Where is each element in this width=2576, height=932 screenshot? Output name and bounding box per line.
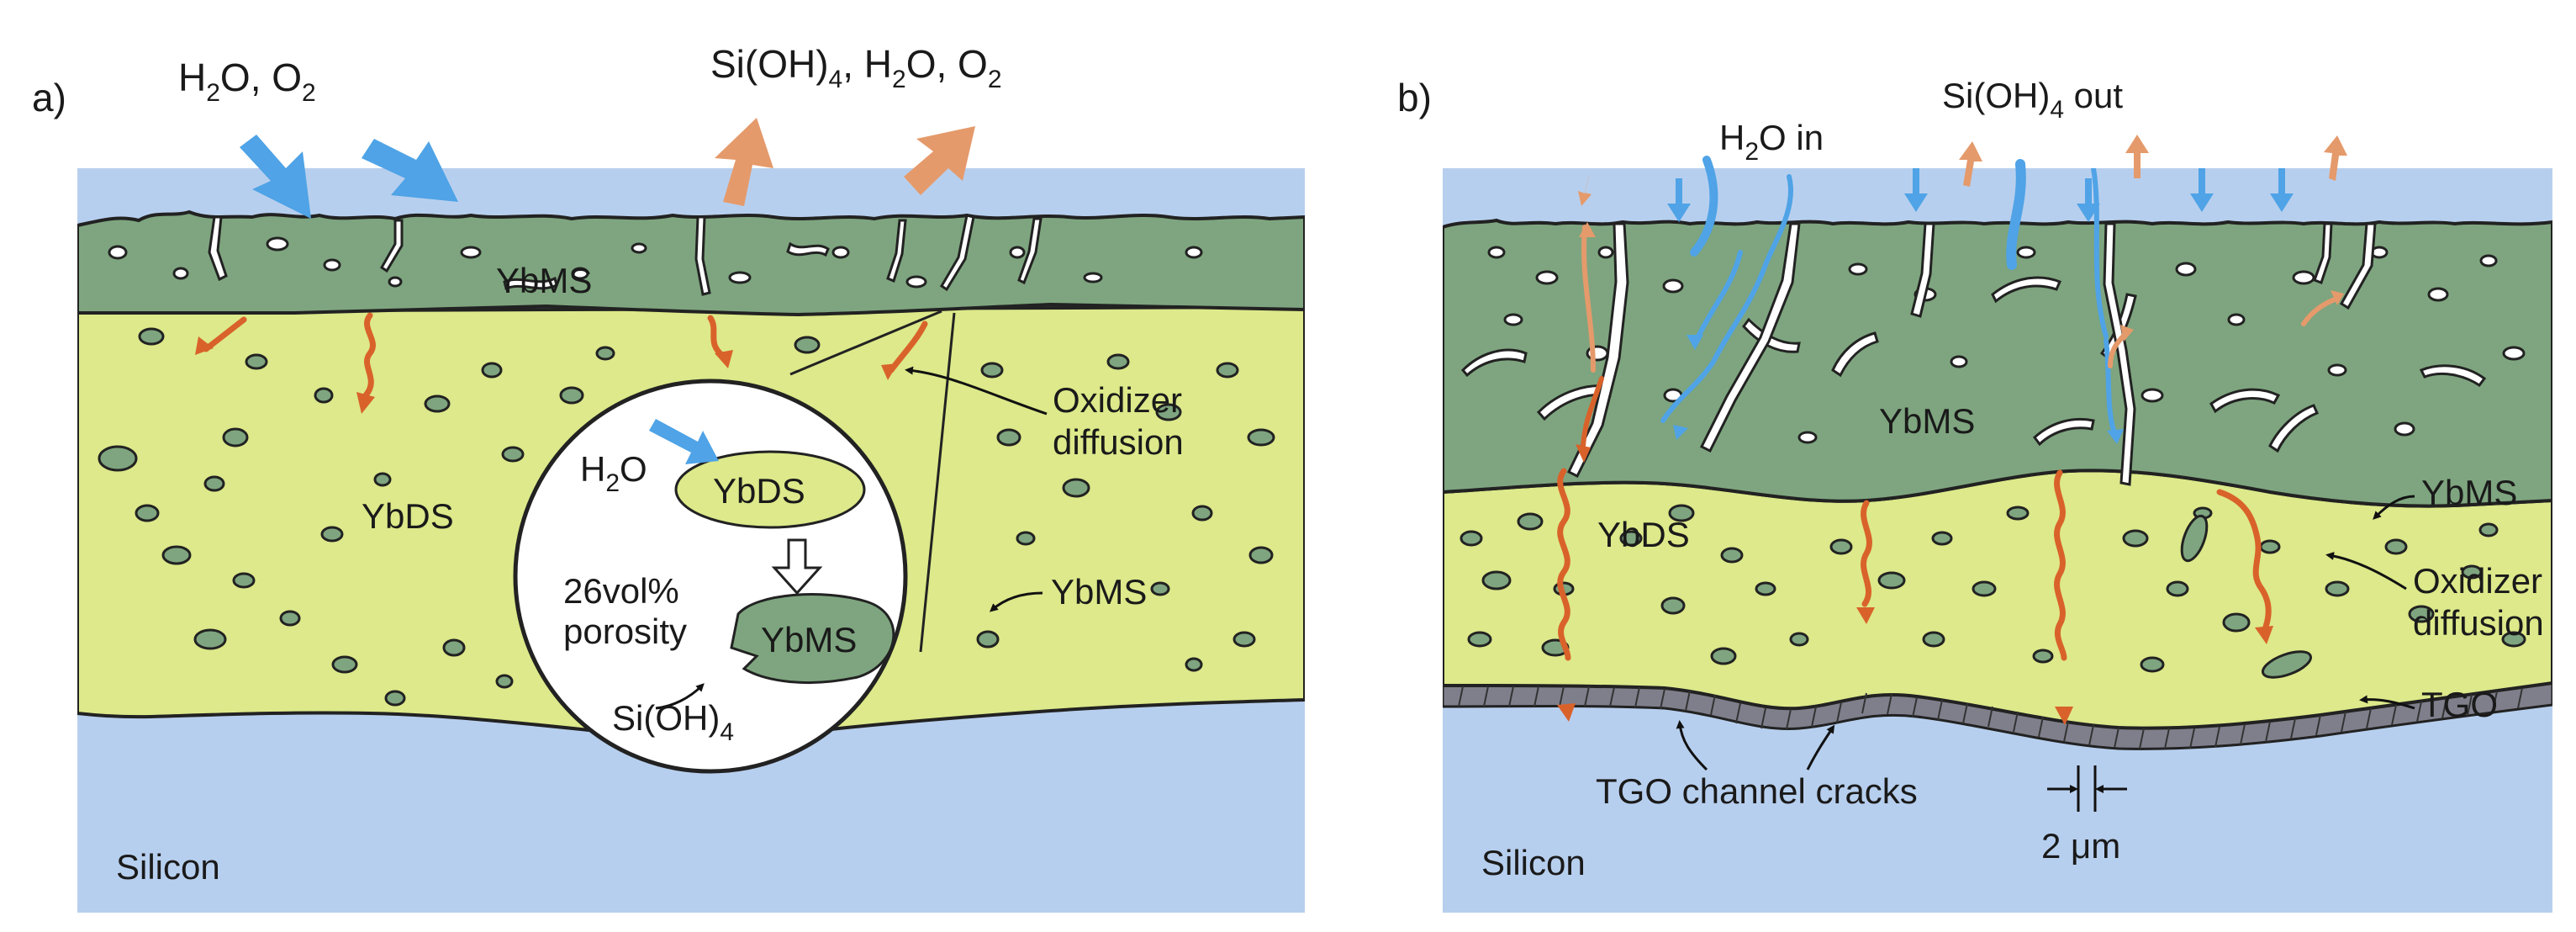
h2o-o2-label: O, O	[220, 56, 302, 99]
scale-bar	[2047, 765, 2127, 812]
products-sub-1: 4	[829, 66, 843, 93]
ybms-layer-a	[77, 209, 1305, 317]
products-label-1: Si(OH)	[710, 42, 829, 86]
oxidizer-label-b-2: diffusion	[2413, 603, 2544, 643]
products-label-2: , H	[842, 42, 892, 86]
panel-a-letter: a)	[32, 76, 66, 119]
water-arrow-b4	[2190, 168, 2214, 212]
panel-b: b) H2O in Si(OH)4 out YbMS YbDS Silicon …	[1397, 76, 2552, 913]
inset-ybds-grain	[674, 450, 866, 529]
oxidizer-label-a-2: diffusion	[1053, 422, 1184, 462]
silicon-label-a: Silicon	[116, 847, 220, 887]
panel-a: a) H2O, O2 Si(OH)4, H2O, O2 YbMS YbDS Si…	[32, 42, 1305, 913]
silicon-label-b: Silicon	[1481, 843, 1586, 882]
h2o-subscript: 2	[206, 79, 220, 107]
ybds-label-b: YbDS	[1597, 515, 1690, 554]
oxidizer-label-b-1: Oxidizer	[2413, 561, 2542, 601]
svg-text:H2O, O2: H2O, O2	[178, 56, 316, 107]
product-arrow-b2	[2125, 135, 2149, 178]
oxidizer-label-a-1: Oxidizer	[1053, 380, 1182, 420]
tgo-label: TGO	[2421, 685, 2498, 724]
svg-text:Si(OH)4 out: Si(OH)4 out	[1942, 76, 2123, 124]
tgo-cracks-label: TGO channel cracks	[1596, 771, 1918, 811]
ybms-side-label-a: YbMS	[1051, 572, 1147, 612]
water-arrow-b3	[2077, 178, 2100, 222]
svg-text:a): a)	[32, 76, 66, 119]
h2o-in-suffix: O in	[1759, 118, 1824, 157]
product-arrow-b1	[1959, 141, 1982, 187]
ybds-label-a: YbDS	[362, 496, 454, 536]
svg-text:Si(OH)4: Si(OH)4	[612, 698, 734, 746]
o2-subscript: 2	[302, 79, 316, 107]
product-arrow-b3	[2324, 135, 2347, 181]
svg-text:H2O in: H2O in	[1719, 118, 1824, 166]
svg-text:H2O: H2O	[580, 449, 647, 497]
products-sub-3: 2	[988, 66, 1002, 93]
products-sub-2: 2	[892, 66, 906, 93]
panel-b-letter: b)	[1397, 76, 1432, 119]
h2o-label: H	[178, 56, 206, 99]
water-arrow-b5	[2270, 168, 2294, 212]
water-arrow-a2	[362, 139, 458, 202]
products-label-3: O, O	[906, 42, 988, 86]
sioh-out-label: Si(OH)	[1942, 76, 2050, 115]
water-arrow-b2	[1904, 168, 1928, 212]
ybms-top-label-b: YbMS	[1879, 401, 1975, 441]
inset-transform-arrow	[771, 538, 823, 596]
ybms-side-label-b: YbMS	[2421, 473, 2517, 512]
inset-ybms-label: YbMS	[761, 620, 857, 659]
inset-water-arrow	[649, 419, 719, 464]
inset-porosity-1: 26vol%	[563, 571, 679, 611]
h2o-in-subscript: 2	[1745, 138, 1759, 166]
scale-bar-label: 2 μm	[2041, 826, 2120, 866]
ybms-layer-b	[1443, 218, 2552, 508]
svg-text:Si(OH)4, H2O, O2: Si(OH)4, H2O, O2	[710, 42, 1002, 93]
inset-sioh-label: Si(OH)	[612, 698, 720, 738]
h2o-in-label: H	[1719, 118, 1745, 157]
product-arrow-a1	[715, 118, 773, 206]
sioh-out-suffix: out	[2064, 76, 2123, 115]
svg-text:b): b)	[1397, 76, 1432, 119]
sioh-out-subscript: 4	[2050, 96, 2064, 124]
inset-h2o-label: H	[580, 449, 605, 489]
inset-h2o-subscript: 2	[605, 469, 620, 497]
inset-sioh-subscript: 4	[720, 718, 734, 746]
inset-porosity-2: porosity	[563, 612, 687, 651]
water-arrow-a1	[240, 135, 311, 219]
product-arrow-a2	[904, 126, 975, 195]
inset-h2o-o: O	[620, 449, 647, 489]
ybms-top-label-a: YbMS	[496, 261, 592, 300]
inset-ybds-label: YbDS	[713, 471, 805, 511]
water-arrow-b1	[1667, 178, 1691, 222]
